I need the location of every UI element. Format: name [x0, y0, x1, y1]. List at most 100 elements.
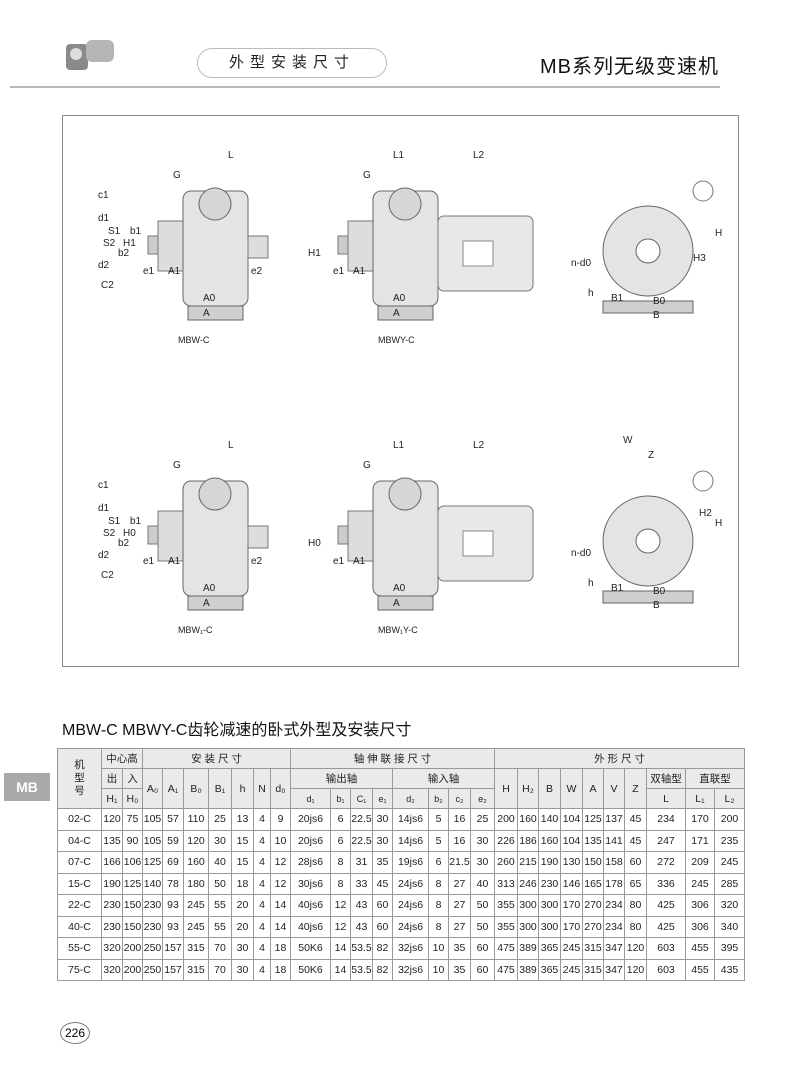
input-shaft — [147, 235, 159, 255]
dim-label: B0 — [653, 296, 666, 307]
value-cell: 15 — [231, 829, 254, 852]
dim-label: h — [588, 288, 594, 299]
header-direct-coupled: 直联型 — [685, 768, 745, 789]
value-cell: 313 — [494, 872, 518, 895]
col-header: e₂ — [470, 788, 495, 809]
col-header: A₀ — [142, 768, 163, 809]
value-cell: 50 — [208, 872, 232, 895]
dim-label: B — [653, 600, 660, 611]
value-cell: 140 — [538, 808, 561, 831]
value-cell: 105 — [142, 829, 163, 852]
value-cell: 355 — [494, 915, 518, 938]
dim-label: e1 — [333, 556, 345, 567]
value-cell: 25 — [208, 808, 232, 831]
col-header: H₂ — [517, 768, 539, 809]
handwheel-icon — [198, 187, 232, 221]
section-badge: 外型安装尺寸 — [197, 48, 387, 78]
value-cell: 300 — [517, 894, 539, 917]
value-cell: 209 — [685, 851, 715, 874]
value-cell: 78 — [162, 872, 184, 895]
dim-label: H — [715, 518, 722, 529]
dim-label: h — [588, 578, 594, 589]
col-header: b₂ — [428, 788, 449, 809]
value-cell: 18 — [270, 937, 291, 960]
end-base — [602, 590, 694, 604]
value-cell: 230 — [101, 894, 123, 917]
value-cell: 171 — [685, 829, 715, 852]
dim-label: n-d0 — [571, 258, 591, 269]
dim-label: b1 — [130, 226, 142, 237]
side-tab: MB — [4, 773, 50, 801]
header-out: 出 — [101, 768, 123, 789]
col-header: h — [231, 768, 254, 809]
dim-label: A0 — [203, 583, 216, 594]
dim-label: H1 — [123, 238, 136, 249]
value-cell: 50K6 — [290, 958, 331, 981]
dim-label: A0 — [393, 583, 406, 594]
input-shaft — [147, 525, 159, 545]
value-cell: 40 — [208, 851, 232, 874]
value-cell: 150 — [122, 915, 143, 938]
value-cell: 4 — [253, 808, 271, 831]
value-cell: 35 — [448, 937, 471, 960]
drawing-caption: MBW₁-C — [178, 625, 213, 635]
value-cell: 135 — [101, 829, 123, 852]
drawing-caption: MBWY-C — [378, 335, 415, 345]
dim-label: A — [203, 308, 210, 319]
dim-label: W — [623, 435, 633, 446]
value-cell: 93 — [162, 915, 184, 938]
value-cell: 43 — [350, 915, 373, 938]
value-cell: 215 — [517, 851, 539, 874]
dim-label: c1 — [98, 190, 109, 201]
header-shaft: 轴 伸 联 接 尺 寸 — [290, 748, 495, 769]
value-cell: 245 — [685, 872, 715, 895]
value-cell: 10 — [428, 937, 449, 960]
value-cell: 30 — [231, 937, 254, 960]
value-cell: 270 — [582, 915, 604, 938]
output-shaft — [247, 235, 269, 259]
value-cell: 13 — [231, 808, 254, 831]
value-cell: 22.5 — [350, 808, 373, 831]
handwheel-icon — [692, 180, 714, 202]
model-cell: 75-C — [57, 958, 102, 981]
dim-label: L2 — [473, 440, 485, 451]
dim-label: H — [715, 228, 722, 239]
col-header: H₀ — [122, 788, 143, 809]
value-cell: 6 — [330, 808, 351, 831]
dim-label: e2 — [251, 556, 263, 567]
col-header: B — [538, 768, 561, 809]
base-plate — [377, 595, 434, 611]
value-cell: 14 — [330, 958, 351, 981]
dimension-table: 机型号 中心高 安 装 尺 寸 轴 伸 联 接 尺 寸 外 形 尺 寸 出 入 … — [57, 748, 745, 981]
value-cell: 230 — [538, 872, 561, 895]
value-cell: 200 — [494, 808, 518, 831]
value-cell: 20 — [231, 894, 254, 917]
dim-label: A0 — [203, 293, 216, 304]
header-center-height: 中心高 — [101, 748, 143, 769]
value-cell: 8 — [428, 915, 449, 938]
value-cell: 75 — [122, 808, 143, 831]
value-cell: 235 — [714, 829, 745, 852]
value-cell: 234 — [603, 894, 625, 917]
dim-label: L — [228, 440, 234, 451]
value-cell: 60 — [624, 851, 647, 874]
value-cell: 425 — [646, 894, 686, 917]
value-cell: 24js6 — [392, 915, 429, 938]
value-cell: 315 — [183, 937, 209, 960]
value-cell: 10 — [428, 958, 449, 981]
dim-label: B1 — [611, 583, 624, 594]
value-cell: 226 — [494, 829, 518, 852]
value-cell: 160 — [517, 808, 539, 831]
drawing-caption: MBW-C — [178, 335, 210, 345]
value-cell: 300 — [538, 894, 561, 917]
value-cell: 105 — [142, 808, 163, 831]
dim-label: A — [203, 598, 210, 609]
value-cell: 22.5 — [350, 829, 373, 852]
header-install: 安 装 尺 寸 — [142, 748, 291, 769]
dim-label: e2 — [251, 266, 263, 277]
value-cell: 8 — [330, 872, 351, 895]
